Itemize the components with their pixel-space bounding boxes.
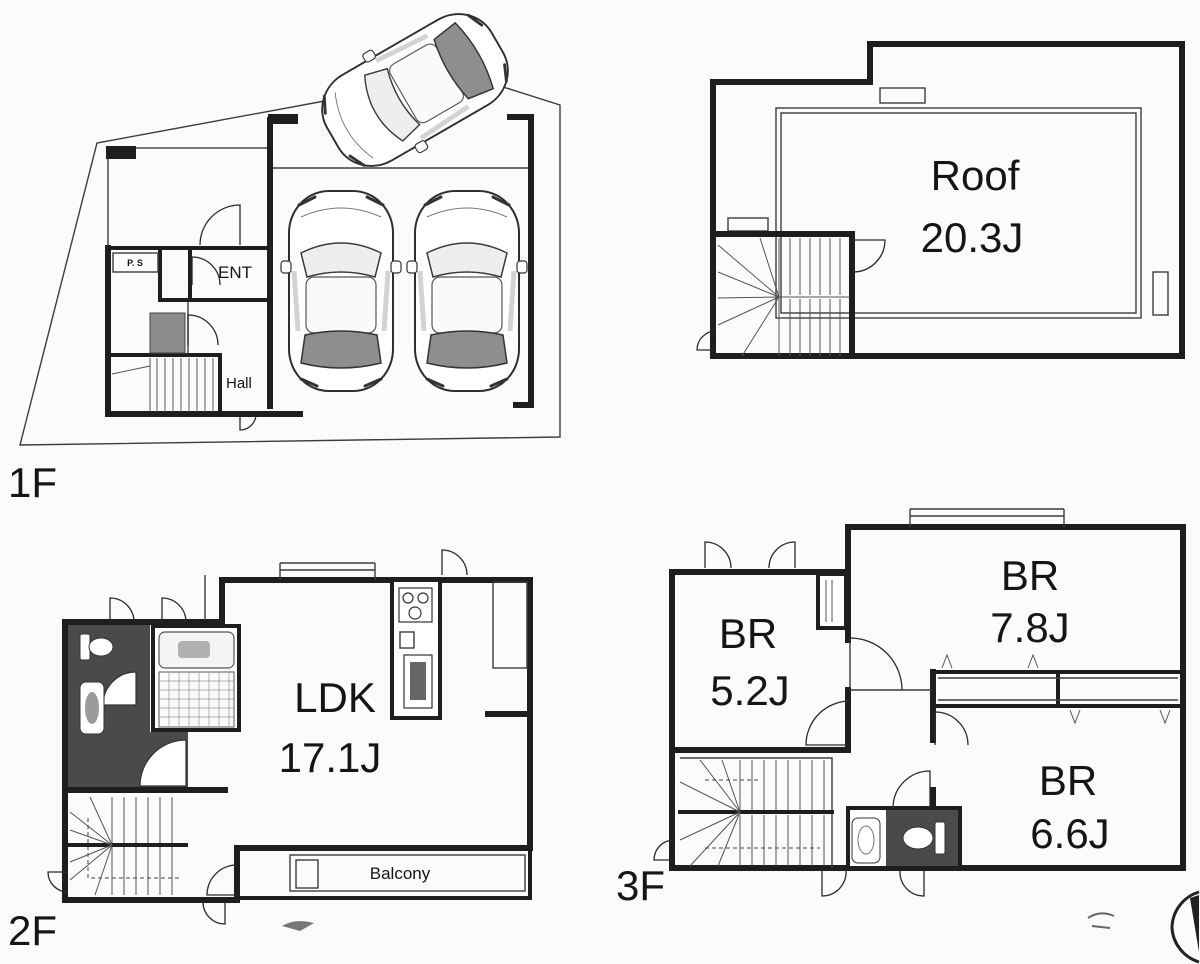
pipe-space-box	[112, 252, 159, 273]
second-floor-plan: Balcony L	[8, 549, 533, 954]
door-swing-icon	[441, 549, 468, 576]
door-swing-icon	[849, 637, 903, 691]
closet-band-inner	[938, 677, 1178, 701]
door-swing-icon	[239, 413, 257, 431]
compass-mark	[1190, 895, 1199, 952]
window	[909, 508, 1065, 527]
shoe-cabinet	[149, 312, 186, 354]
roof-plan: Roof 20.3J	[696, 41, 1185, 359]
wall-pillar	[106, 146, 136, 159]
compass-mark	[1170, 890, 1200, 964]
door-swing-icon	[109, 597, 135, 623]
floor-label-2f: 2F	[8, 907, 57, 954]
stair-direction-arrow	[705, 779, 820, 849]
door-swing-icon	[653, 839, 675, 861]
stair-outline	[680, 757, 833, 868]
door-swing-icon	[704, 541, 732, 569]
scan-smudge	[1087, 912, 1115, 929]
scan-smudge	[282, 921, 314, 931]
window	[279, 562, 376, 580]
balcony-deck	[289, 854, 526, 892]
car-icon	[304, 0, 526, 187]
ldk-area: 17.1J	[279, 734, 382, 781]
roof-deck-outline	[775, 107, 1142, 319]
outdoor-unit	[295, 859, 319, 889]
roof-label: Roof	[931, 152, 1020, 199]
interior-wall	[106, 246, 270, 414]
door-swing-icon	[821, 869, 847, 897]
car-icon	[407, 191, 527, 391]
door-swing-icon	[206, 864, 238, 896]
closet-shelf	[825, 580, 833, 622]
roof-outer-wall	[710, 41, 1185, 359]
stove-icon	[398, 587, 433, 623]
floor-label-1f: 1F	[8, 459, 57, 506]
hall-label: Hall	[226, 375, 252, 392]
door-swing-icon	[805, 700, 851, 746]
entrance-label: ENT	[218, 263, 252, 282]
closet-door-markers	[941, 653, 1171, 725]
bedroom-1-label: BR	[719, 610, 777, 657]
door-swing-icon	[161, 597, 187, 623]
door-swing-icon	[187, 314, 219, 346]
door-swing-icon	[191, 256, 221, 286]
stairs-icon	[111, 358, 214, 412]
roof-area: 20.3J	[921, 214, 1024, 261]
counter-fixture	[399, 631, 415, 649]
door-swing-icon	[892, 770, 931, 809]
bedroom-3-area: 6.6J	[1030, 810, 1109, 857]
toilet-icon	[902, 821, 946, 855]
stairs-icon	[717, 237, 850, 357]
door-swing-icon	[899, 869, 925, 897]
bedroom-2-label: BR	[1001, 552, 1059, 599]
scan-smudges	[282, 890, 1200, 964]
garage-wall-right	[507, 114, 534, 408]
door-swing-icon	[199, 204, 241, 246]
ldk-label: LDK	[294, 674, 376, 721]
stairs-icon	[69, 796, 173, 896]
kitchen-sink-icon	[403, 654, 433, 709]
door-swing-icon	[202, 901, 226, 925]
roof-fixture	[1152, 271, 1169, 316]
door-swing-icon	[696, 330, 717, 351]
stair-direction-arrow	[87, 818, 180, 879]
roof-fixture	[879, 87, 926, 104]
building-wall	[105, 245, 303, 417]
floor-label-3f: 3F	[616, 862, 665, 909]
pipe-space-label: P. S	[127, 258, 143, 268]
washbasin-icon	[851, 817, 881, 864]
bedroom-3-label: BR	[1039, 757, 1097, 804]
washbasin-icon	[79, 681, 105, 735]
toilet-icon	[79, 633, 114, 661]
car-icon	[281, 191, 401, 391]
door-swing-icon	[139, 739, 187, 787]
door-swing-icon	[852, 239, 886, 273]
door-swing-icon	[934, 711, 969, 746]
door-swing-icon	[768, 541, 796, 569]
bedroom-1-area: 5.2J	[710, 667, 789, 714]
balcony-rail	[235, 846, 532, 900]
wall-pillar	[268, 114, 298, 124]
stair-wall	[710, 231, 855, 359]
door-swing-icon	[47, 871, 69, 893]
roof-fixture	[727, 217, 769, 232]
bathtub-icon	[151, 624, 241, 732]
wet-area	[68, 625, 188, 788]
first-floor-plan: P. S ENT Hall 1F	[8, 0, 561, 506]
kitchen-cabinet	[492, 581, 528, 669]
roof-deck-outline	[780, 112, 1137, 314]
stairs-icon	[679, 759, 825, 867]
bedroom-2-area: 7.8J	[990, 604, 1069, 651]
storage-room-outline	[107, 147, 269, 249]
closet-band	[930, 670, 1184, 708]
third-floor-plan: BR 5.2J BR 7.8J BR 6.6J 3F	[616, 508, 1186, 909]
balcony-label: Balcony	[370, 864, 431, 883]
